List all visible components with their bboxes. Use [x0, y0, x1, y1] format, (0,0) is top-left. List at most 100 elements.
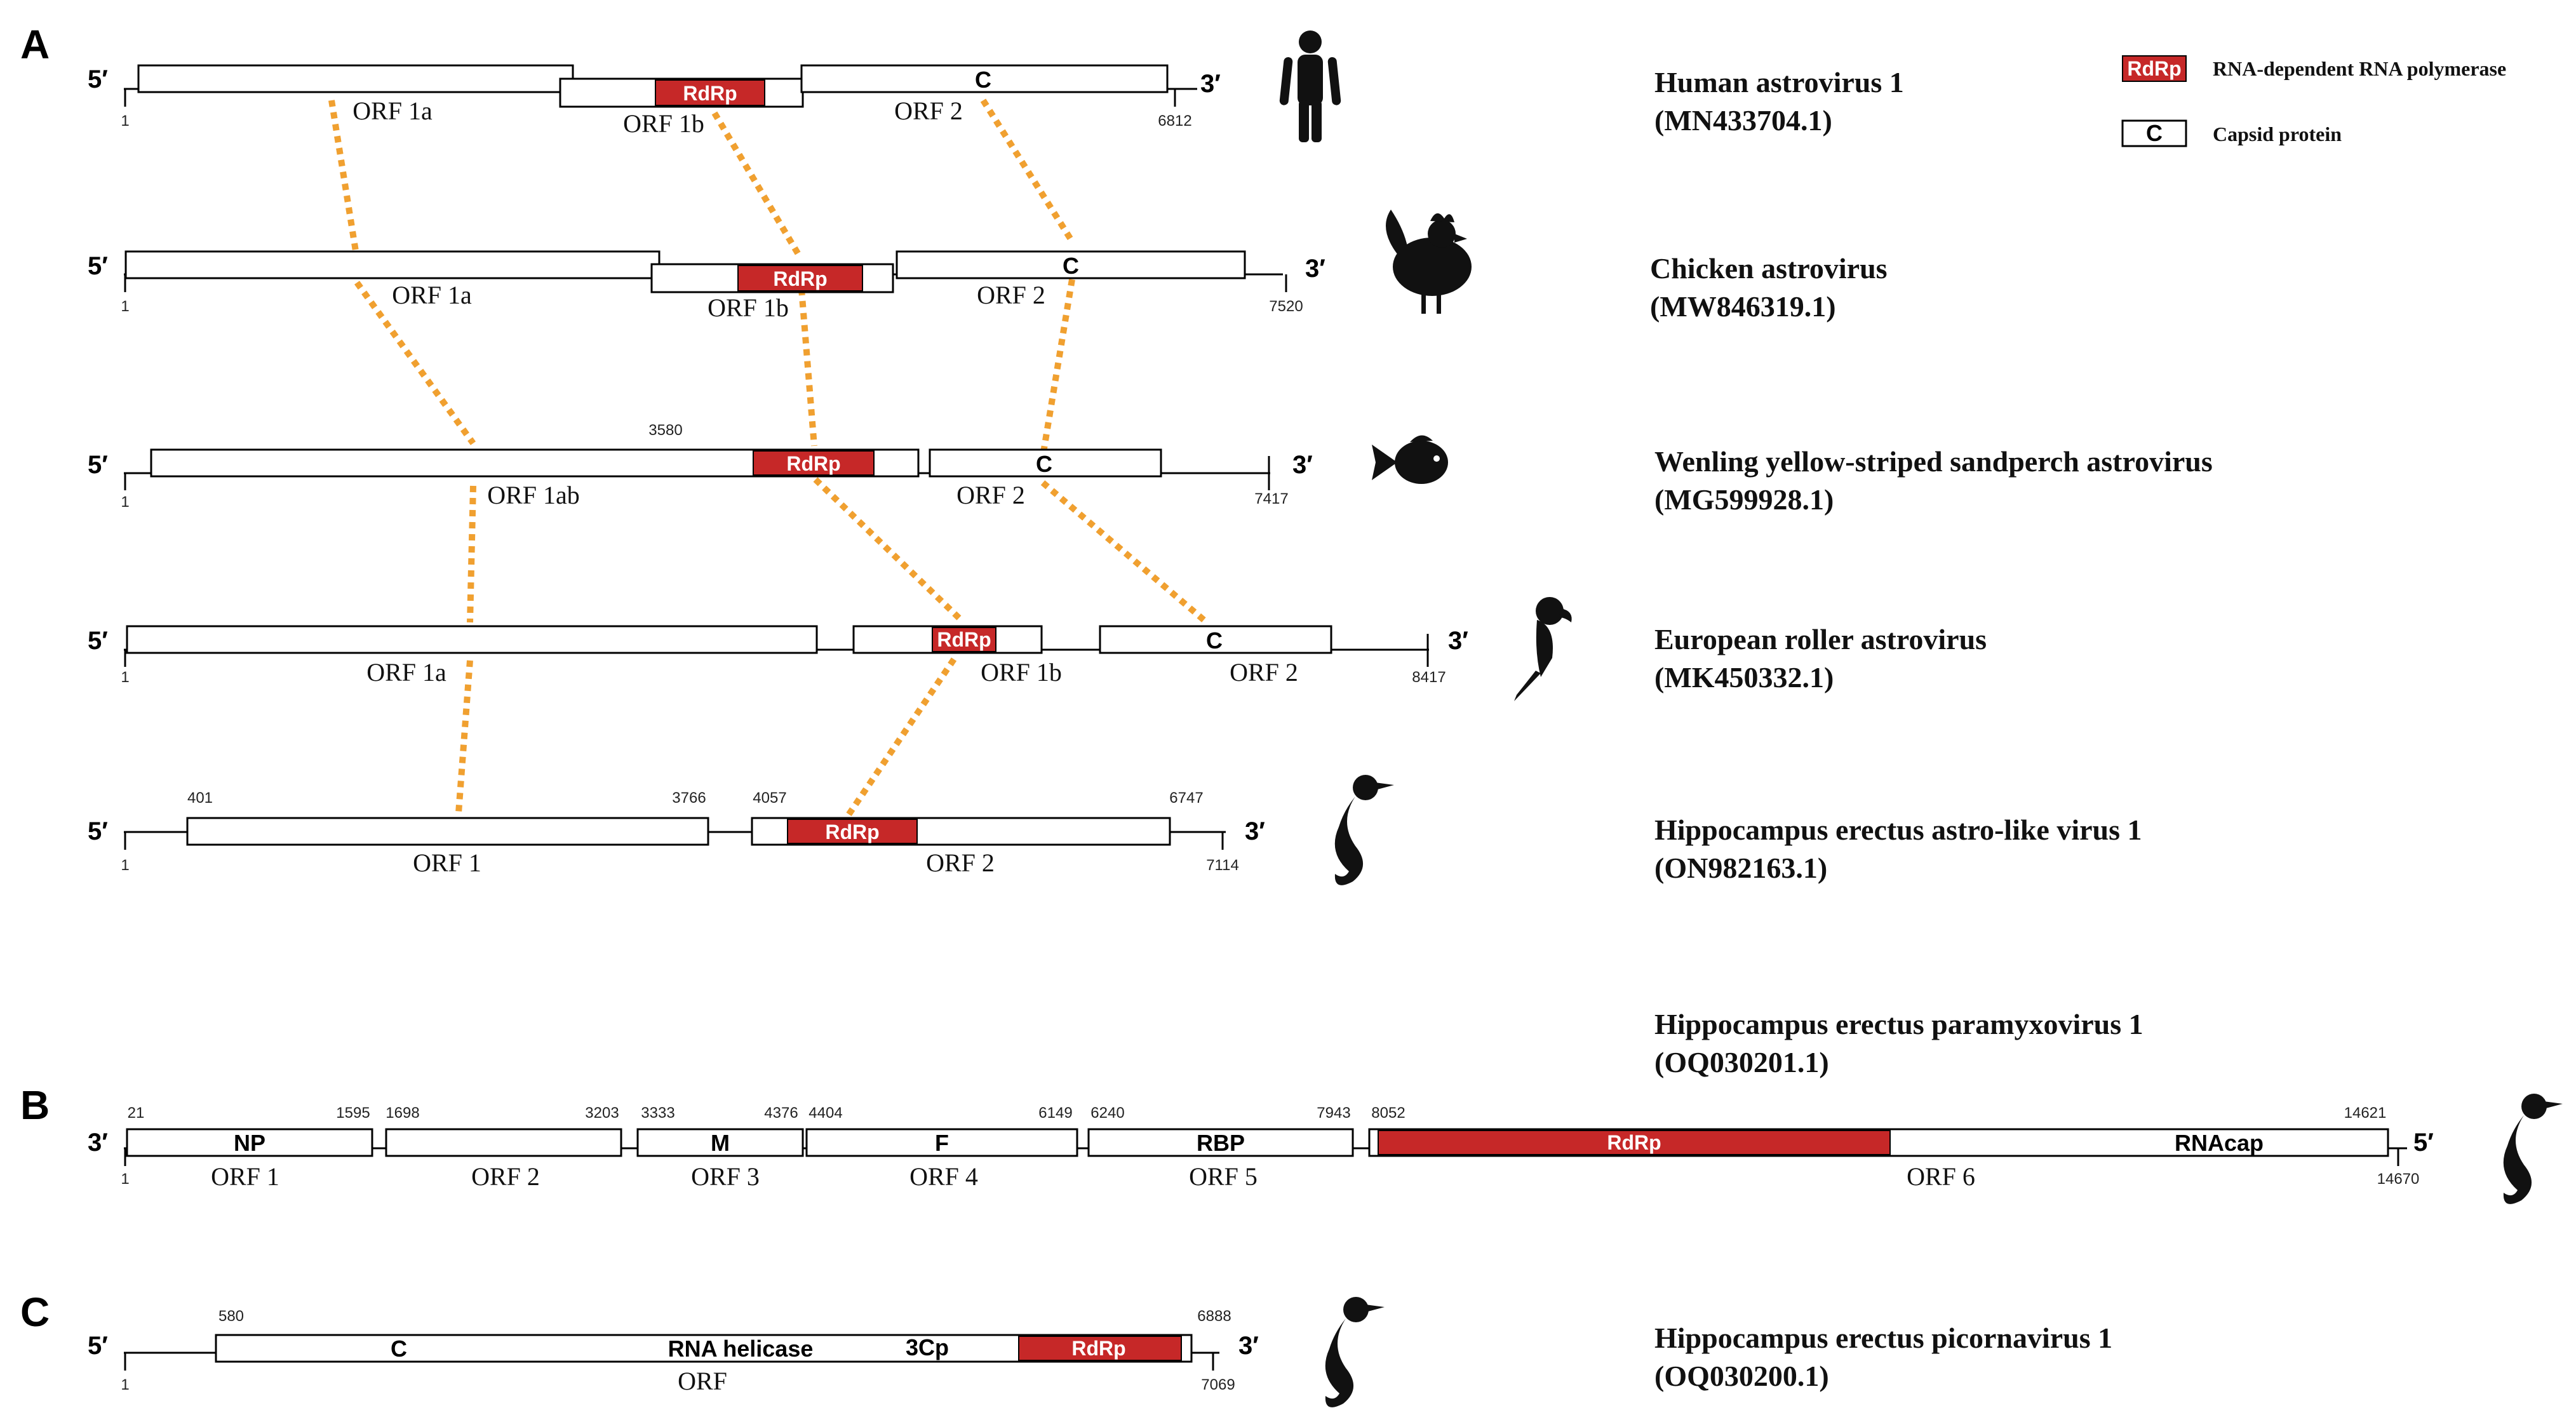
capsid-label: C — [1063, 253, 1079, 279]
orf-label: ORF 2 — [926, 849, 995, 877]
np-gene-label: NP — [234, 1130, 265, 1156]
position-end: 7520 — [1269, 298, 1303, 315]
virus-accession: (MN433704.1) — [1654, 104, 1832, 137]
end-3-label: 3′ — [1292, 451, 1313, 479]
parrot-icon — [1514, 597, 1572, 701]
end-5-label: 5′ — [88, 627, 108, 655]
link-capsid-human-chicken — [980, 98, 1075, 243]
orf-label: ORF 1 — [211, 1162, 279, 1191]
end-3-label: 3′ — [1238, 1332, 1259, 1360]
position-label: 6149 — [1038, 1104, 1072, 1122]
homology-links — [328, 98, 1209, 819]
human-icon — [1279, 30, 1341, 142]
position-label: 401 — [187, 789, 213, 807]
link-rdrp-roller-hippo — [844, 657, 957, 819]
orf-label: ORF 5 — [1189, 1162, 1258, 1191]
fish-icon — [1372, 435, 1448, 484]
rdrp-domain — [932, 627, 996, 652]
virus-name: European roller astrovirus — [1654, 623, 1987, 655]
position-start: 1 — [121, 112, 129, 130]
legend-capsid-text: Capsid protein — [2213, 123, 2342, 145]
genome-human-astrovirus: 5′ RdRp C 3′ 1 6812 ORF 1a ORF 1b ORF 2 … — [88, 64, 1904, 138]
end-5-label: 5′ — [88, 1332, 108, 1360]
virus-accession: (ON982163.1) — [1654, 852, 1827, 884]
position-label: 3766 — [672, 789, 706, 807]
f-gene-label: F — [935, 1130, 949, 1156]
virus-name: Hippocampus erectus picornavirus 1 — [1654, 1322, 2112, 1354]
link-capsid-sandperch-roller — [1040, 480, 1209, 625]
capsid-label: C — [1036, 451, 1052, 477]
virus-name: Hippocampus erectus paramyxovirus 1 — [1654, 1008, 2143, 1040]
orf-label: ORF 4 — [909, 1162, 978, 1191]
legend-rdrp-text: RNA-dependent RNA polymerase — [2213, 57, 2506, 80]
chicken-icon — [1386, 210, 1472, 314]
f-gene-box — [805, 1128, 1078, 1157]
position-label: 580 — [218, 1308, 244, 1325]
rbp-gene-box — [1087, 1128, 1354, 1157]
virus-accession: (MG599928.1) — [1654, 483, 1834, 516]
orf-label: ORF — [678, 1367, 727, 1395]
position-start: 1 — [121, 493, 129, 511]
position-label: 3580 — [648, 422, 682, 439]
genome-roller-astrovirus: 5′ RdRp C 3′ 1 8417 ORF 1a ORF 1b ORF 2 … — [88, 623, 1987, 694]
position-label: 6240 — [1090, 1104, 1124, 1122]
position-end: 7417 — [1254, 490, 1288, 507]
link-orf1-roller-hippo — [455, 660, 473, 814]
link-rdrp-human-chicken — [711, 111, 802, 257]
orf2-box — [800, 64, 1169, 93]
orf2-box — [929, 448, 1162, 478]
seahorse-icon — [1325, 1297, 1385, 1407]
position-end: 7069 — [1201, 1376, 1235, 1393]
orf-label: ORF 2 — [894, 97, 963, 125]
legend-capsid-swatch-label: C — [2146, 120, 2163, 146]
virus-accession: (MW846319.1) — [1650, 290, 1836, 323]
panel-label-a: A — [20, 22, 50, 67]
genome-paramyxovirus: Hippocampus erectus paramyxovirus 1 (OQ0… — [88, 1008, 2434, 1191]
virus-name: Hippocampus erectus astro-like virus 1 — [1654, 814, 2142, 846]
position-label: 7943 — [1317, 1104, 1350, 1122]
orf1a-box — [126, 625, 818, 654]
end-3-label: 3′ — [1448, 627, 1468, 655]
orf-label: ORF 1b — [708, 293, 789, 322]
link-rdrp-chicken-sandperch — [798, 288, 817, 446]
legend-rdrp-swatch-label: RdRp — [2127, 57, 2181, 80]
end-3-label: 3′ — [1200, 70, 1221, 98]
orf2-gene-box — [385, 1128, 622, 1157]
legend-rdrp-swatch — [2122, 55, 2187, 82]
rnacap-label: RNAcap — [2175, 1130, 2264, 1156]
position-label: 21 — [128, 1104, 145, 1122]
orf-label: ORF 2 — [977, 281, 1045, 309]
orf-label: ORF 6 — [1907, 1162, 1975, 1191]
position-label: 8052 — [1371, 1104, 1405, 1122]
position-start: 1 — [121, 1376, 129, 1393]
orf-label: ORF 2 — [471, 1162, 540, 1191]
position-start: 1 — [121, 669, 129, 686]
capsid-label: C — [1206, 627, 1223, 654]
end-3-label: 3′ — [1245, 817, 1265, 845]
orf-label: ORF 1a — [352, 97, 433, 125]
position-end: 6812 — [1158, 112, 1191, 130]
rdrp-domain — [1018, 1336, 1182, 1361]
seahorse-icon — [2503, 1094, 2563, 1204]
capsid-label: C — [391, 1336, 407, 1362]
position-end: 14670 — [2377, 1170, 2420, 1188]
orf1a-box — [124, 250, 661, 279]
virus-name: Chicken astrovirus — [1650, 252, 1888, 285]
orf-label: ORF 1 — [413, 849, 481, 877]
end-3-label: 3′ — [1305, 255, 1325, 283]
rdrp-domain — [737, 265, 863, 292]
orf-label: ORF 1ab — [487, 481, 580, 509]
orf1-box — [186, 817, 709, 846]
3cp-label: 3Cp — [906, 1334, 949, 1360]
end-5-label: 5′ — [88, 65, 108, 93]
m-gene-box — [636, 1128, 804, 1157]
rdrp-domain — [753, 450, 875, 476]
genome-sandperch-astrovirus: 5′ RdRp C 3′ 3580 1 7417 ORF 1ab ORF 2 W… — [88, 422, 2213, 516]
m-gene-label: M — [711, 1130, 730, 1156]
position-start: 1 — [121, 857, 129, 874]
rdrp-domain — [787, 819, 918, 844]
panel-label-c: C — [20, 1289, 50, 1335]
orf-label: ORF 2 — [956, 481, 1025, 509]
rbp-gene-label: RBP — [1197, 1130, 1245, 1156]
rdrp-label: RdRp — [1071, 1337, 1125, 1360]
